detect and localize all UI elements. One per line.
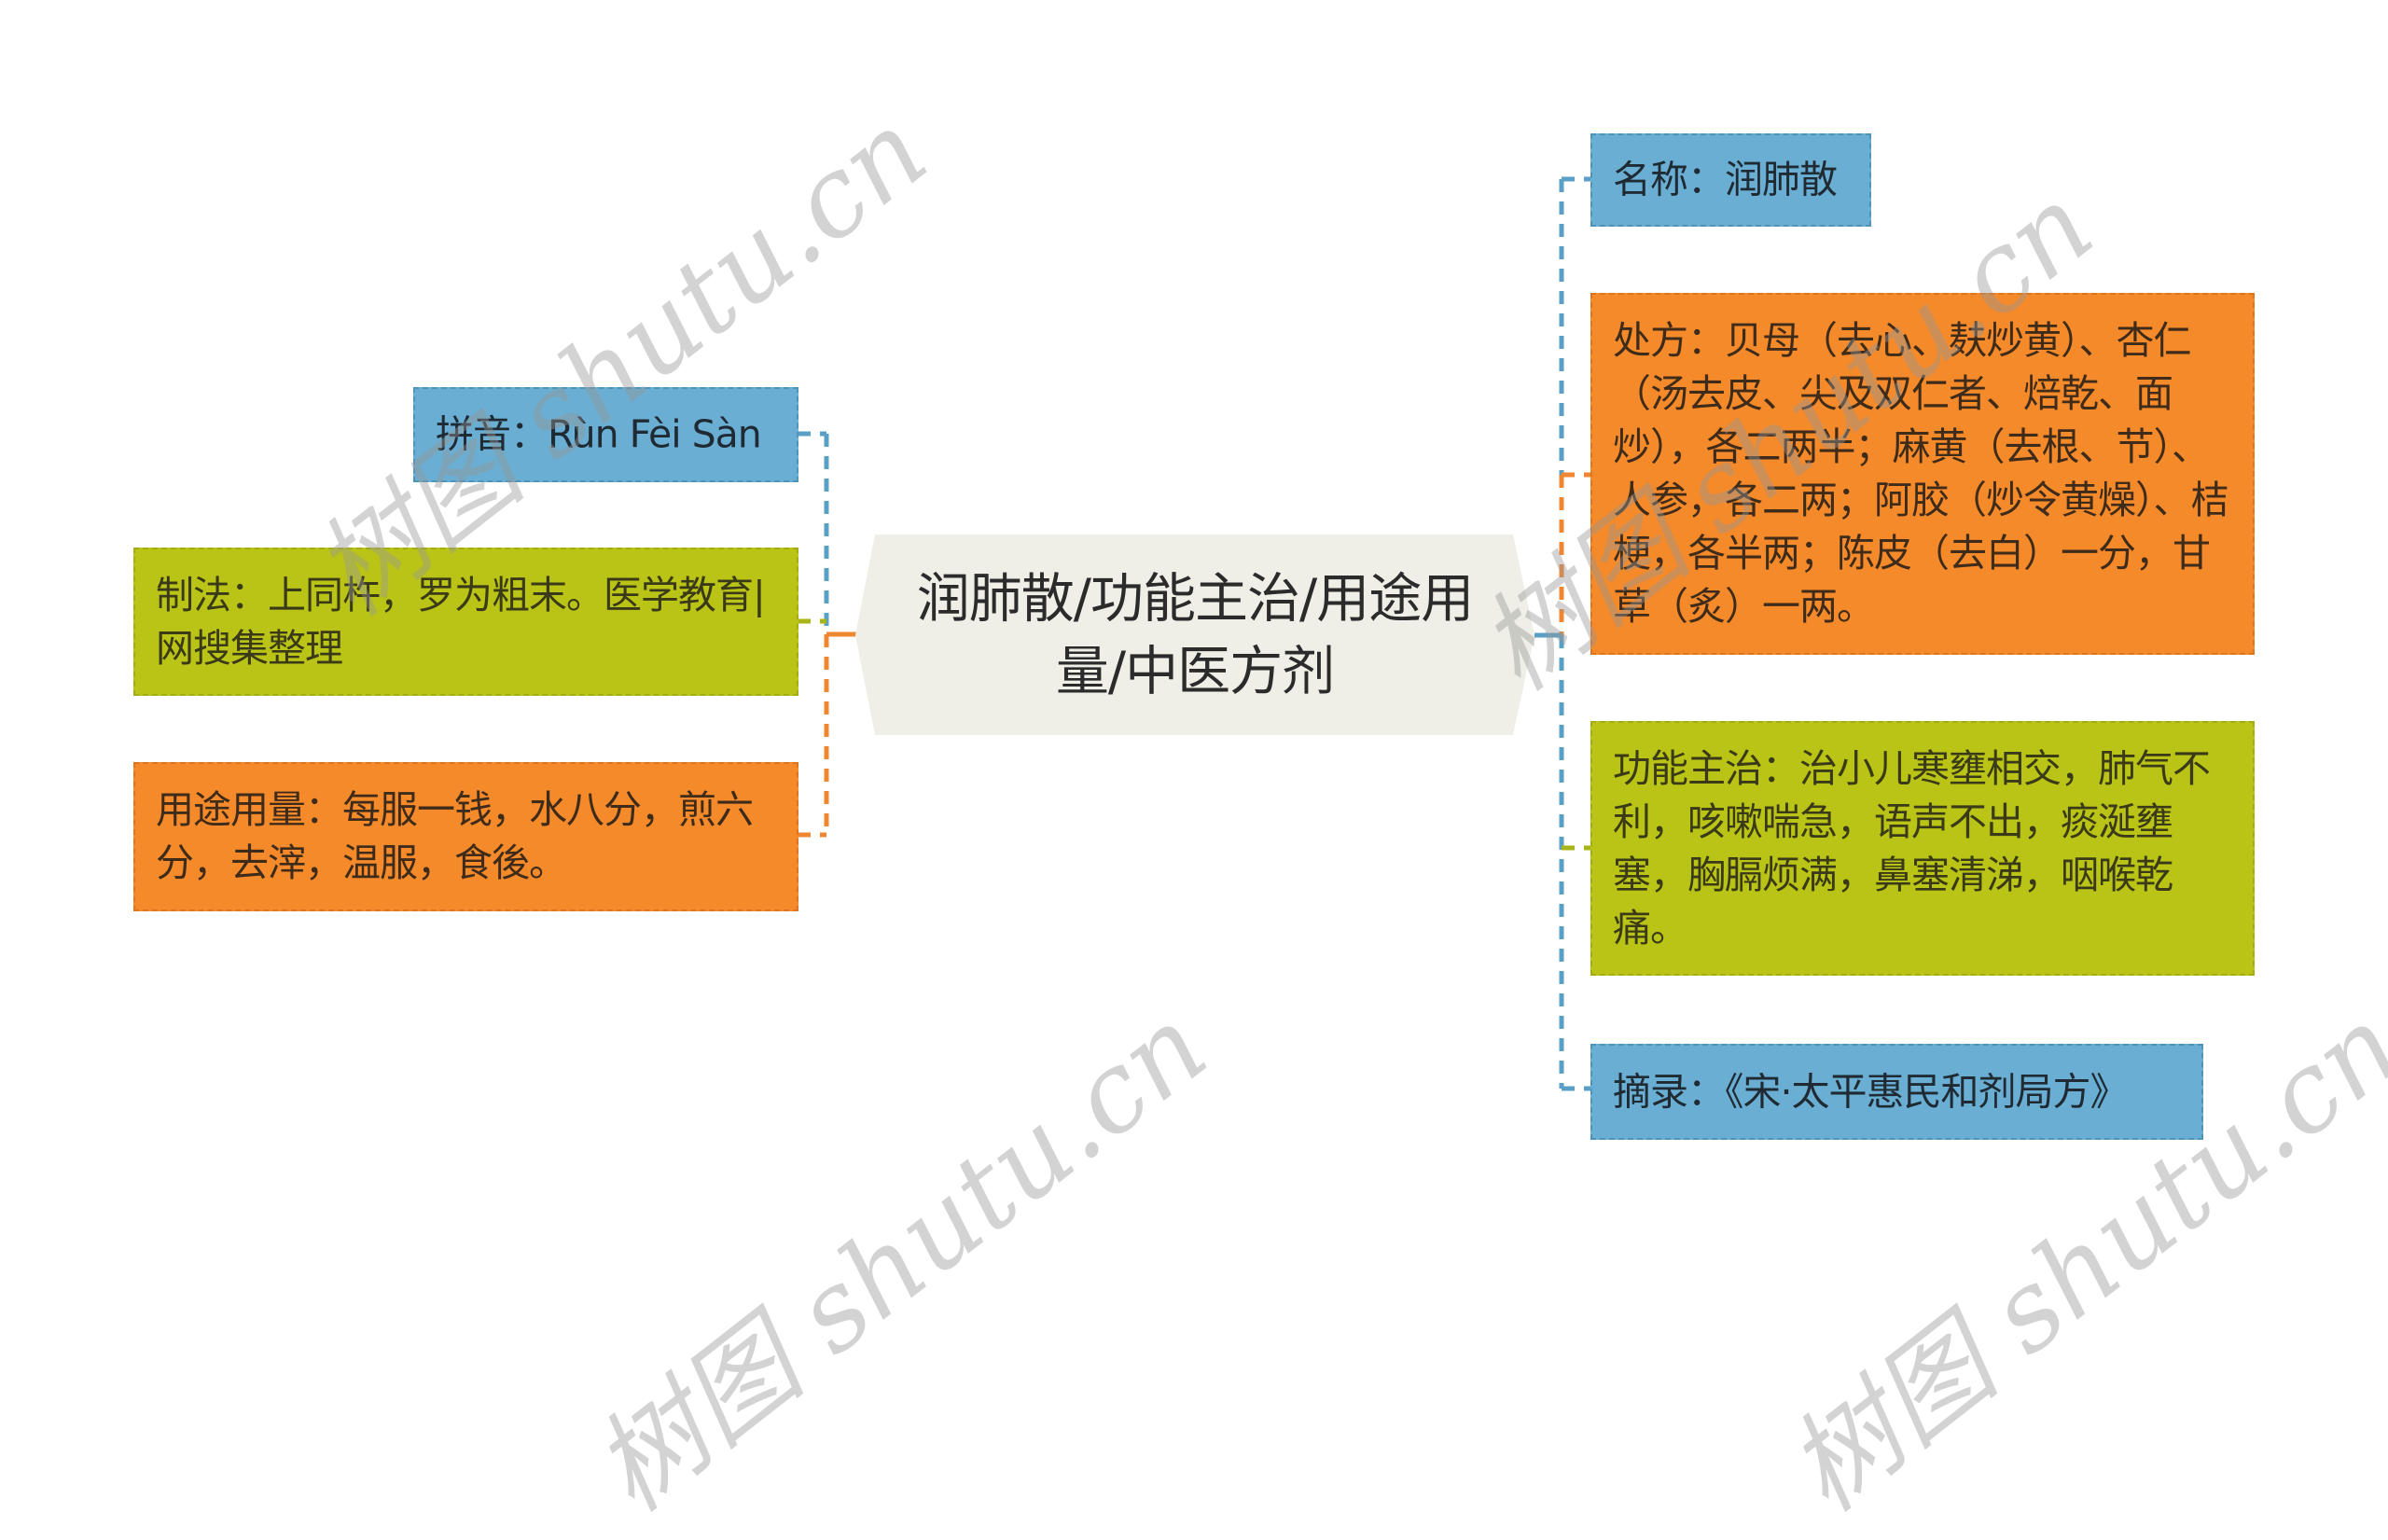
node-name[interactable]: 名称：润肺散 (1590, 133, 1871, 227)
central-topic-shape (855, 534, 1534, 735)
node-usage-dosage[interactable]: 用途用量：每服一钱，水八分，煎六分，去滓，温服，食後。 (133, 762, 798, 911)
node-prescription[interactable]: 处方：贝母（去心、麸炒黄）、杏仁（汤去皮、尖及双仁者、焙乾、面炒），各二两半；麻… (1590, 293, 2255, 655)
node-source[interactable]: 摘录：《宋·太平惠民和剂局方》 (1590, 1044, 2203, 1140)
node-name-text: 名称：润肺散 (1613, 157, 1838, 202)
node-prescription-text: 处方：贝母（去心、麸炒黄）、杏仁（汤去皮、尖及双仁者、焙乾、面炒），各二两半；麻… (1613, 318, 2229, 629)
central-topic-title: 润肺散/功能主治/用途用 量/中医方剂 (902, 562, 1488, 708)
central-topic[interactable]: 润肺散/功能主治/用途用 量/中医方剂 (855, 534, 1534, 735)
central-title-line-1: 润肺散/功能主治/用途用 (916, 567, 1474, 630)
node-pinyin-text: 拼音：Rùn Fèi Sàn (436, 411, 762, 457)
mind-map-canvas: 润肺散/功能主治/用途用 量/中医方剂 拼音：Rùn Fèi Sàn 制法：上同… (133, 86, 2388, 1535)
node-usage-dosage-text: 用途用量：每服一钱，水八分，煎六分，去滓，温服，食後。 (156, 787, 754, 885)
central-title-line-2: 量/中医方剂 (1055, 640, 1335, 702)
node-indications[interactable]: 功能主治：治小儿寒壅相交，肺气不利，咳嗽喘急，语声不出，痰涎壅塞，胸膈烦满，鼻塞… (1590, 721, 2255, 976)
node-source-text: 摘录：《宋·太平惠民和剂局方》 (1613, 1069, 2129, 1114)
node-pinyin[interactable]: 拼音：Rùn Fèi Sàn (413, 387, 798, 482)
node-indications-text: 功能主治：治小儿寒壅相交，肺气不利，咳嗽喘急，语声不出，痰涎壅塞，胸膈烦满，鼻塞… (1613, 745, 2211, 950)
watermark: 树图 shutu.cn (570, 980, 1230, 1536)
node-preparation-text: 制法：上同杵，罗为粗末。医学教育|网搜集整理 (156, 572, 766, 671)
node-preparation[interactable]: 制法：上同杵，罗为粗末。医学教育|网搜集整理 (133, 548, 798, 696)
